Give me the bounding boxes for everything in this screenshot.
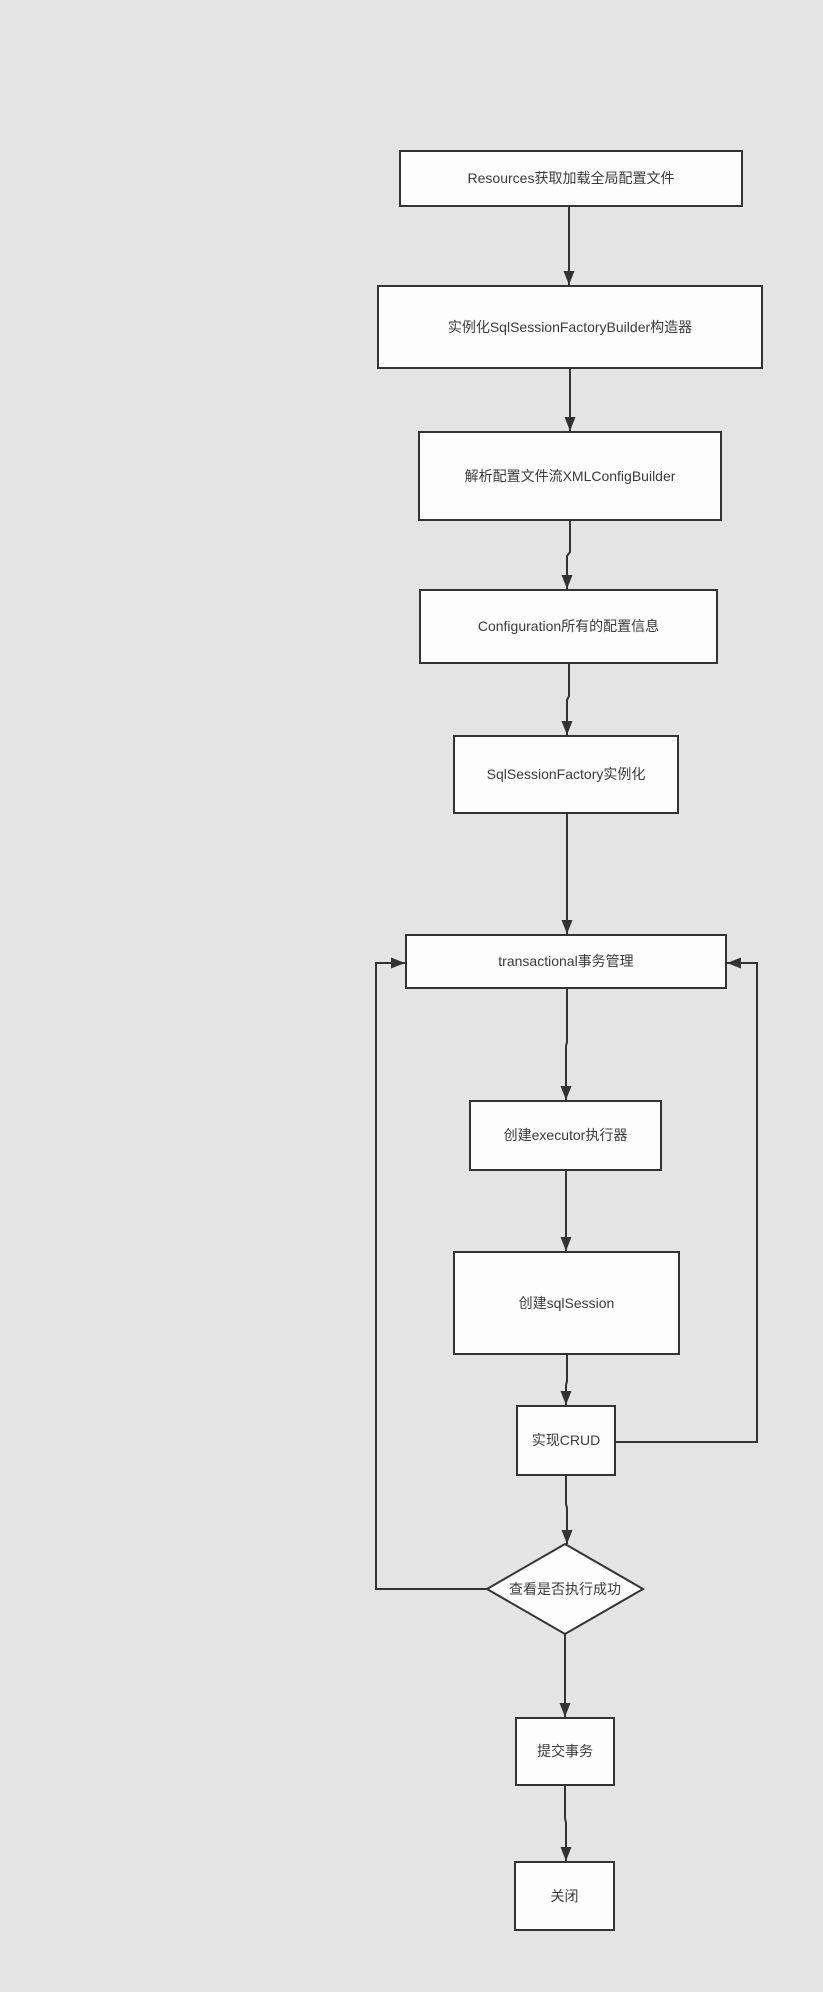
edge-commit-to-close [560, 1786, 572, 1861]
flow-node-close: 关闭 [514, 1861, 615, 1931]
edge-transactional-to-executor [560, 989, 572, 1100]
flow-node-configuration: Configuration所有的配置信息 [419, 589, 718, 664]
edge-crud-to-check [561, 1476, 573, 1544]
flow-node-transactional: transactional事务管理 [405, 934, 727, 989]
flow-node-check-success: 查看是否执行成功 [509, 1580, 621, 1597]
flow-node-sql-session-factory: SqlSessionFactory实例化 [453, 735, 679, 814]
edge-check-loop-to-transactional [375, 957, 487, 1590]
edge-xmlconfig-to-configuration [561, 521, 573, 589]
edge-crud-loop-to-transactional [616, 957, 758, 1443]
flow-node-crud: 实现CRUD [516, 1405, 616, 1476]
flow-node-sql-session: 创建sqlSession [453, 1251, 680, 1355]
flow-node-executor: 创建executor执行器 [469, 1100, 662, 1171]
flow-node-xml-config-builder: 解析配置文件流XMLConfigBuilder [418, 431, 722, 521]
edge-sqlsession-to-crud [560, 1355, 572, 1405]
edge-configuration-to-factory [561, 664, 573, 735]
flow-node-resources: Resources获取加载全局配置文件 [399, 150, 743, 207]
flow-node-commit: 提交事务 [515, 1717, 615, 1786]
flow-node-factory-builder: 实例化SqlSessionFactoryBuilder构造器 [377, 285, 763, 369]
